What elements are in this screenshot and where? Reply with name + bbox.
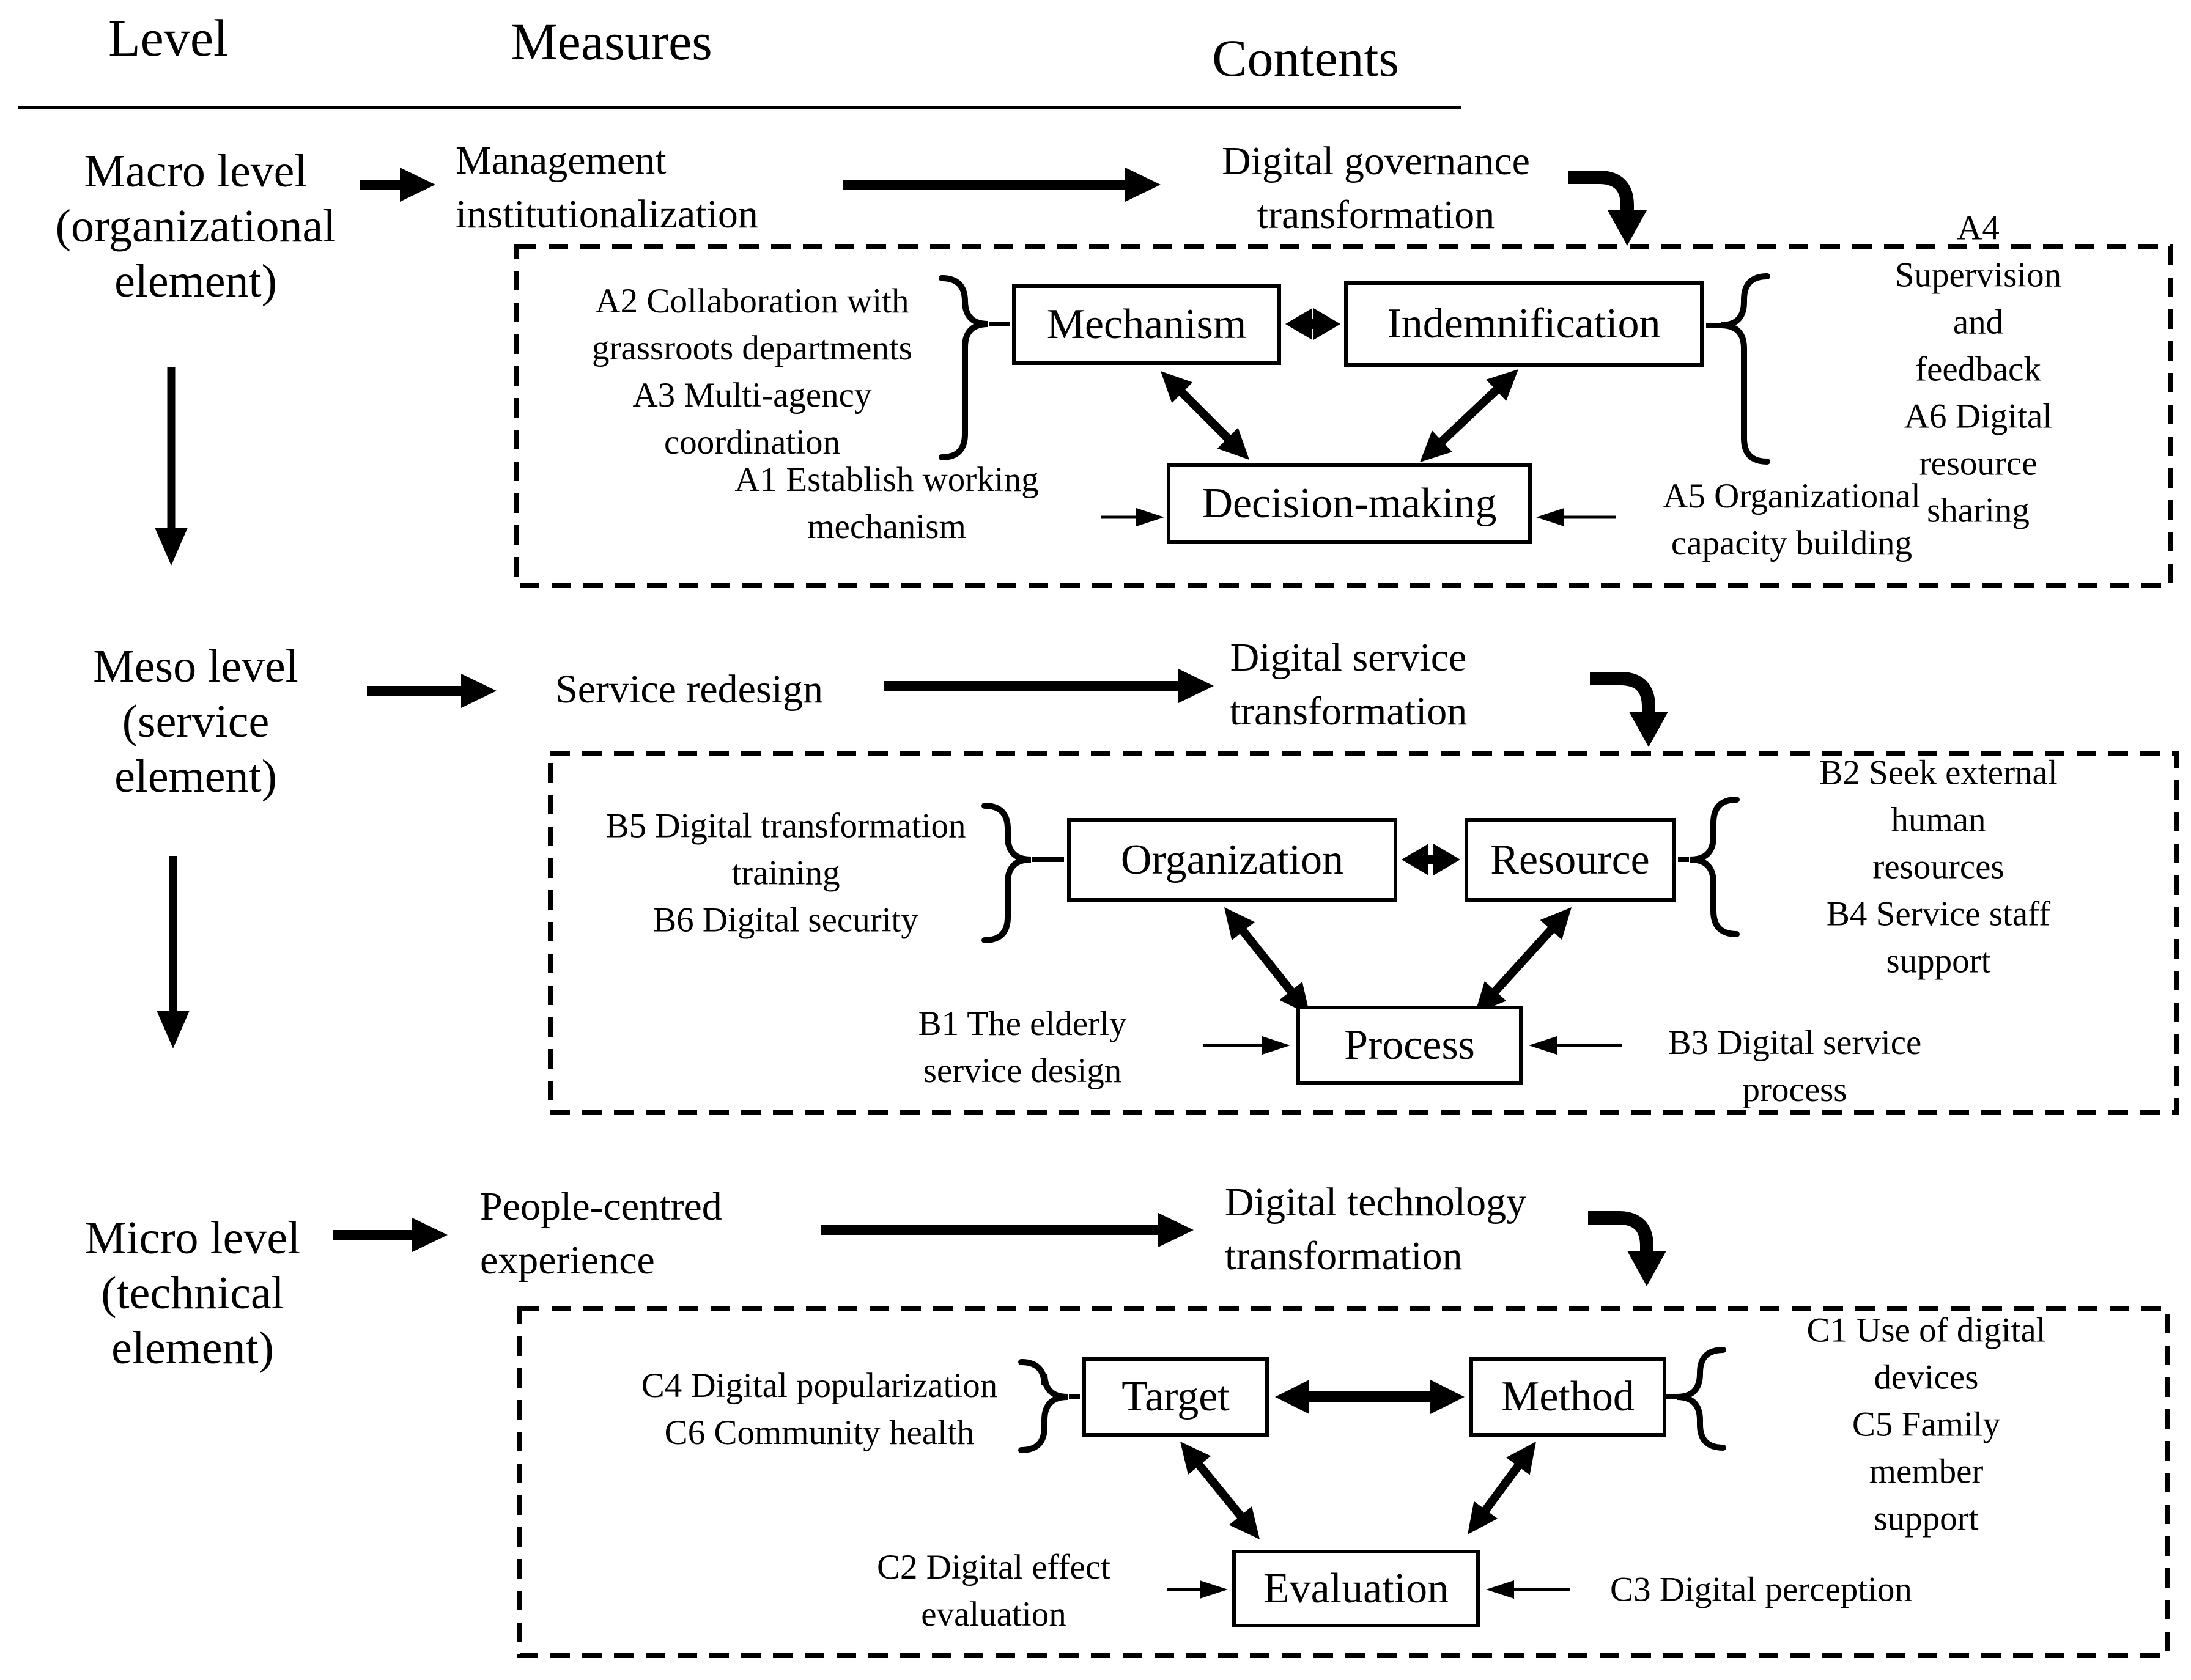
target-box: Target — [1082, 1357, 1269, 1437]
micro-level-to-measure-arrow — [333, 1218, 448, 1252]
indemnification-decision-arrow — [1420, 369, 1518, 462]
meso-dashed-box — [548, 751, 2179, 1115]
mechanism-box: Mechanism — [1012, 284, 1281, 365]
macro-bottom-left-item: A1 Establish working mechanism — [734, 460, 1039, 546]
micro-bottom-left-item: C2 Digital effect evaluation — [877, 1548, 1110, 1634]
mechanism-decision-arrow — [1161, 371, 1249, 460]
macro-content-elbow-arrow — [1568, 171, 1647, 246]
macro-right-items: A4 Supervision and feedback A6 Digital r… — [1894, 208, 2062, 530]
micro-measure-label: People-centred experience — [480, 1184, 722, 1283]
micro-measure-to-content-arrow — [821, 1213, 1194, 1247]
micro-level-label: Micro level (technical element) — [84, 1212, 301, 1374]
meso-measure-to-content-arrow — [884, 669, 1214, 703]
micro-bottom-right-item: C3 Digital perception — [1610, 1570, 1912, 1609]
evaluation-box: Evaluation — [1232, 1550, 1480, 1627]
macro-dashed-box — [514, 244, 2173, 588]
process-box: Process — [1296, 1006, 1523, 1085]
macro-right-brace — [1720, 273, 1770, 465]
target-method-arrow — [1275, 1380, 1465, 1414]
method-box: Method — [1469, 1357, 1666, 1437]
macro-content-label: Digital governance transformation — [1222, 139, 1530, 237]
method-evaluation-arrow — [1468, 1442, 1536, 1534]
a1-to-decision-arrow — [1101, 508, 1164, 526]
meso-to-micro-arrow — [157, 856, 190, 1048]
micro-left-brace — [1018, 1359, 1068, 1453]
b3-to-process-arrow — [1529, 1036, 1622, 1055]
resource-process-arrow — [1475, 907, 1572, 1014]
meso-bottom-right-item: B3 Digital service process — [1668, 1023, 1922, 1109]
macro-level-to-measure-arrow — [360, 168, 435, 202]
meso-measure-label: Service redesign — [555, 667, 823, 712]
c3-to-evaluation-arrow — [1486, 1580, 1570, 1599]
micro-right-brace — [1676, 1347, 1726, 1451]
micro-dashed-box — [517, 1306, 2170, 1658]
meso-left-items: B5 Digital transformation training B6 Di… — [605, 806, 966, 940]
macro-left-brace — [939, 275, 989, 460]
macro-measure-label: Management institutionalization — [456, 138, 758, 237]
macro-left-items: A2 Collaboration with grassroots departm… — [592, 282, 912, 462]
column-header-measures: Measures — [511, 12, 712, 71]
micro-content-elbow-arrow — [1588, 1211, 1666, 1286]
resource-box: Resource — [1465, 818, 1676, 902]
organization-process-arrow — [1224, 907, 1310, 1015]
macro-level-label: Macro level (organizational element) — [55, 146, 336, 307]
c2-to-evaluation-arrow — [1167, 1580, 1228, 1599]
micro-content-label: Digital technology transformation — [1225, 1180, 1527, 1278]
micro-right-items: C1 Use of digital devices C5 Family memb… — [1806, 1311, 2046, 1538]
b1-to-process-arrow — [1203, 1036, 1290, 1055]
macro-measure-to-content-arrow — [843, 168, 1161, 202]
organization-resource-arrow — [1402, 844, 1460, 875]
meso-bottom-left-item: B1 The elderly service design — [918, 1004, 1127, 1090]
meso-left-brace — [981, 803, 1032, 943]
mechanism-indemnification-arrow — [1285, 308, 1340, 340]
meso-content-label: Digital service transformation — [1229, 635, 1468, 734]
macro-to-meso-arrow — [155, 367, 188, 566]
indemnification-box: Indemnification — [1344, 281, 1704, 367]
target-evaluation-arrow — [1180, 1442, 1260, 1539]
meso-level-label: Meso level (service element) — [93, 641, 298, 802]
meso-content-elbow-arrow — [1590, 672, 1668, 747]
column-header-level: Level — [108, 9, 228, 67]
macro-bottom-right-item: A5 Organizational capacity building — [1663, 477, 1921, 562]
column-header-contents: Contents — [1212, 29, 1399, 87]
a5-to-decision-arrow — [1536, 508, 1616, 526]
meso-right-items: B2 Seek external human resources B4 Serv… — [1819, 753, 2058, 981]
meso-level-to-measure-arrow — [367, 674, 497, 708]
organization-box: Organization — [1067, 818, 1397, 902]
micro-left-items: C4 Digital popularization C6 Community h… — [641, 1366, 998, 1452]
meso-right-brace — [1690, 797, 1740, 937]
decision-making-box: Decision-making — [1167, 463, 1532, 544]
